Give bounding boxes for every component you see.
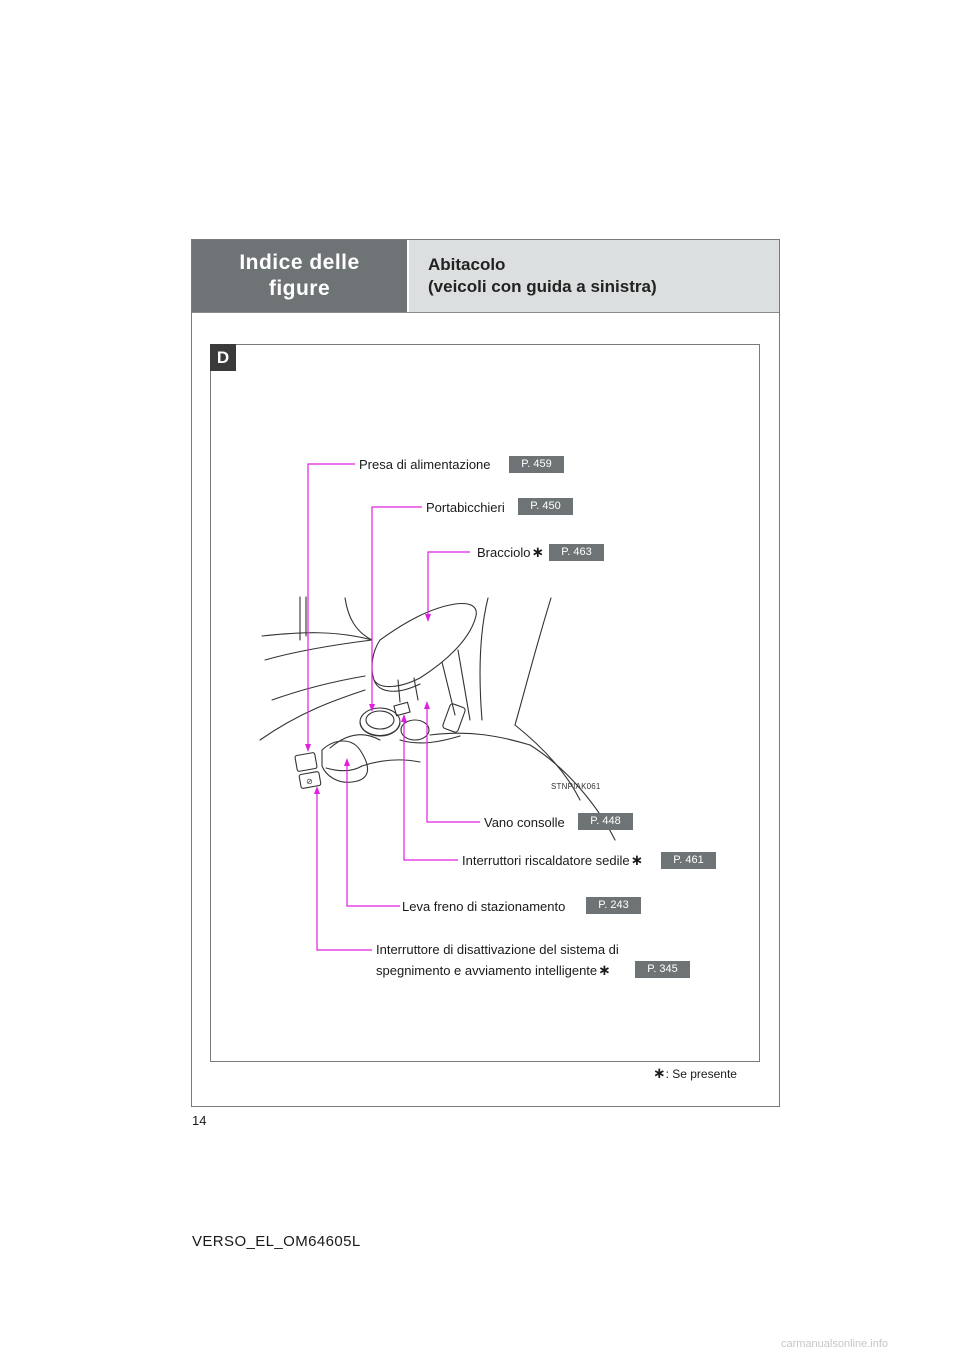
callout-smart-switch-label-1: Interruttore di disattivazione del siste… <box>376 942 619 957</box>
optional-mark: ∗ <box>653 1065 666 1082</box>
footnote-text: : Se presente <box>665 1067 737 1081</box>
callout-smart-switch-page[interactable]: P. 345 <box>635 961 690 978</box>
callout-smart-switch-text: spegnimento e avviamento intelligente <box>376 963 598 978</box>
page-header: Abitacolo (veicoli con guida a sinistra) <box>407 240 779 312</box>
callout-parking-brake-page[interactable]: P. 243 <box>586 897 641 914</box>
section-tab: Indice delle figure <box>192 240 407 312</box>
optional-mark: ∗ <box>630 852 644 869</box>
callout-armrest-page[interactable]: P. 463 <box>549 544 604 561</box>
callout-smart-switch-label-2: spegnimento e avviamento intelligente∗ <box>376 963 611 979</box>
callout-cup-holder-label: Portabicchieri <box>426 500 505 515</box>
watermark: carmanualsonline.info <box>781 1338 889 1350</box>
figure-badge: D <box>210 344 236 371</box>
svg-text:⊘: ⊘ <box>306 777 313 786</box>
callout-seat-heater-label: Interruttori riscaldatore sedile∗ <box>462 853 643 869</box>
header-divider <box>192 312 779 313</box>
illustration-code: STNPIAK061 <box>551 782 601 791</box>
callout-power-outlet-page[interactable]: P. 459 <box>509 456 564 473</box>
callout-armrest-label: Bracciolo∗ <box>477 545 544 561</box>
section-title: Indice delle figure <box>239 251 360 300</box>
header-title-line2: (veicoli con guida a sinistra) <box>428 277 657 296</box>
optional-mark: ∗ <box>598 962 611 979</box>
callout-parking-brake-label: Leva freno di stazionamento <box>402 899 566 914</box>
callout-armrest-text: Bracciolo <box>477 545 531 560</box>
header-title-line1: Abitacolo <box>428 255 506 274</box>
callout-console-box-label: Vano consolle <box>484 815 565 830</box>
callout-console-box-page[interactable]: P. 448 <box>578 813 633 830</box>
callout-cup-holder-page[interactable]: P. 450 <box>518 498 573 515</box>
optional-mark: ∗ <box>531 544 545 561</box>
page-number: 14 <box>192 1113 207 1128</box>
document-id: VERSO_EL_OM64605L <box>192 1233 361 1250</box>
page-frame <box>191 239 780 1107</box>
callout-seat-heater-page[interactable]: P. 461 <box>661 852 716 869</box>
footnote: ∗: Se presente <box>652 1064 737 1082</box>
figure-box <box>210 344 760 1062</box>
callout-power-outlet-label: Presa di alimentazione <box>359 457 491 472</box>
callout-seat-heater-text: Interruttori riscaldatore sedile <box>462 853 630 868</box>
